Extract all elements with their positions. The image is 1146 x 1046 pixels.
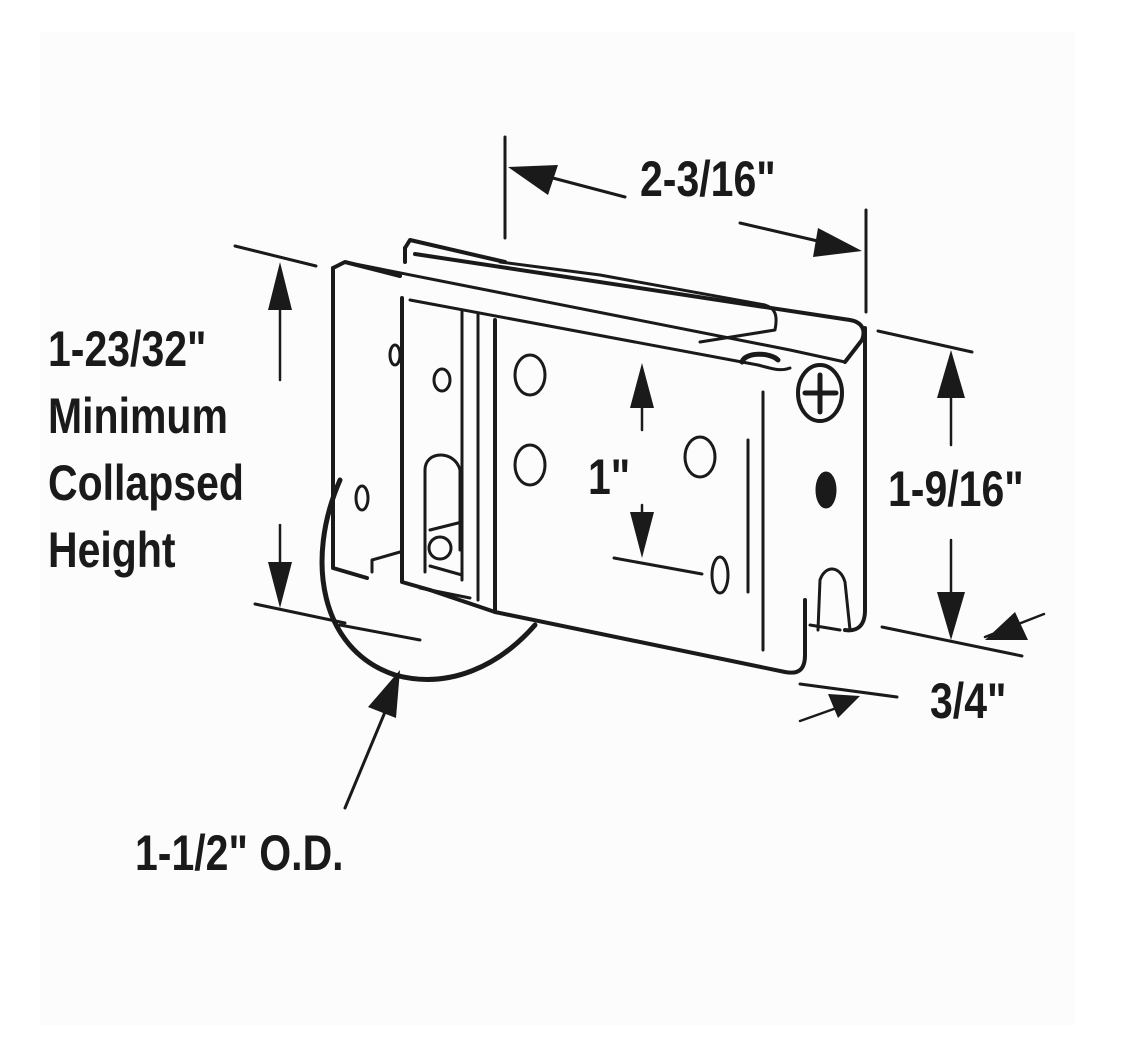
depth-dimension (798, 612, 1046, 723)
hole-spacing-dimension (612, 363, 704, 576)
min-height-line2-label: Collapsed (48, 455, 244, 511)
adjustment-screw-icon (739, 351, 844, 423)
roller-wheel (319, 477, 538, 682)
right-height-dimension (876, 329, 1024, 658)
min-height-line1-label: Minimum (48, 388, 228, 444)
min-height-value-label: 1-23/32" (48, 321, 207, 377)
width-dimension (503, 135, 868, 314)
depth-label: 3/4" (930, 673, 1007, 729)
hole-spacing-label: 1" (588, 449, 631, 505)
right-height-label: 1-9/16" (888, 461, 1024, 517)
width-dimension-label: 2-3/16" (640, 151, 776, 207)
min-height-line3-label: Height (48, 522, 176, 578)
mounting-holes (354, 343, 837, 595)
bracket-body (331, 238, 867, 675)
min-height-dimension (233, 244, 347, 625)
wheel-od-leader (343, 670, 400, 810)
diagram-panel (40, 32, 1075, 1025)
wheel-od-label: 1-1/2" O.D. (135, 825, 344, 881)
